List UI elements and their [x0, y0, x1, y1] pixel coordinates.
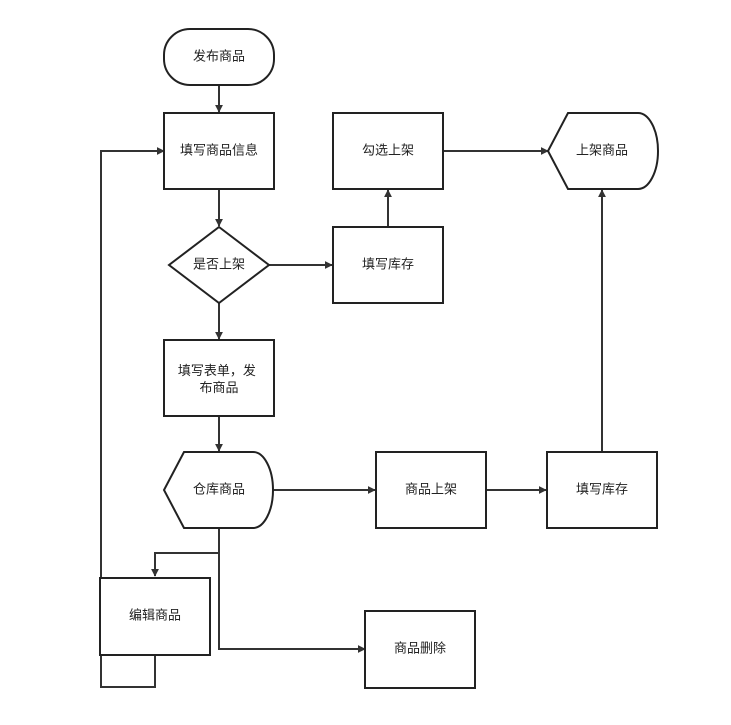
- node-fill-info-shape: [163, 112, 275, 190]
- node-fill-stock-bottom-label: 填写库存: [576, 482, 628, 498]
- node-fill-stock-top-label: 填写库存: [362, 257, 414, 273]
- node-fill-info: 填写商品信息: [163, 112, 275, 190]
- node-check-shelf-label: 勾选上架: [362, 144, 414, 159]
- edge-edit-goods-loop-to-fill-info: [100, 147, 165, 688]
- node-shelf-goods-label: 上架商品: [576, 144, 628, 159]
- node-shelf-goods: 上架商品: [546, 112, 659, 190]
- node-delete-goods: 商品删除: [364, 610, 476, 689]
- node-fill-form-label: 填写表单，发 布商品: [178, 363, 260, 396]
- node-goods-shelf: 商品上架: [375, 451, 487, 529]
- node-warehouse-label: 仓库商品: [193, 482, 245, 498]
- node-start-label: 发布商品: [193, 49, 245, 65]
- node-decision-shape: [167, 225, 271, 305]
- node-edit-goods-shape: [99, 577, 211, 656]
- node-fill-stock-top-shape: [332, 226, 444, 304]
- edges: [100, 85, 606, 688]
- node-edit-goods: 编辑商品: [99, 577, 211, 656]
- node-shelf-goods-shape: [546, 112, 659, 190]
- node-fill-stock-bottom: 填写库存: [546, 451, 658, 529]
- node-goods-shelf-shape: [375, 451, 487, 529]
- node-fill-info-label: 填写商品信息: [180, 143, 258, 159]
- node-decision-label: 是否上架: [193, 258, 245, 273]
- node-start-shape: [163, 28, 275, 86]
- node-edit-goods-label: 编辑商品: [129, 609, 181, 624]
- node-decision: 是否上架: [167, 225, 271, 305]
- node-check-shelf: 勾选上架: [332, 112, 444, 190]
- node-fill-stock-bottom-shape: [546, 451, 658, 529]
- node-delete-goods-label: 商品删除: [394, 642, 446, 657]
- node-fill-form-shape: [163, 339, 275, 417]
- node-fill-form-label-line1: 填写表单，发: [178, 363, 256, 379]
- node-fill-form-label-line2: 布商品: [199, 381, 238, 396]
- edge-warehouse-to-delete-goods: [218, 553, 366, 653]
- node-delete-goods-shape: [364, 610, 476, 689]
- edge-warehouse-to-edit-goods: [151, 528, 220, 577]
- node-fill-form: 填写表单，发 布商品: [163, 339, 275, 417]
- node-fill-stock-top: 填写库存: [332, 226, 444, 304]
- node-goods-shelf-label: 商品上架: [405, 483, 457, 498]
- node-start: 发布商品: [163, 28, 275, 86]
- node-warehouse: 仓库商品: [162, 451, 274, 529]
- node-warehouse-shape: [162, 451, 274, 529]
- node-check-shelf-shape: [332, 112, 444, 190]
